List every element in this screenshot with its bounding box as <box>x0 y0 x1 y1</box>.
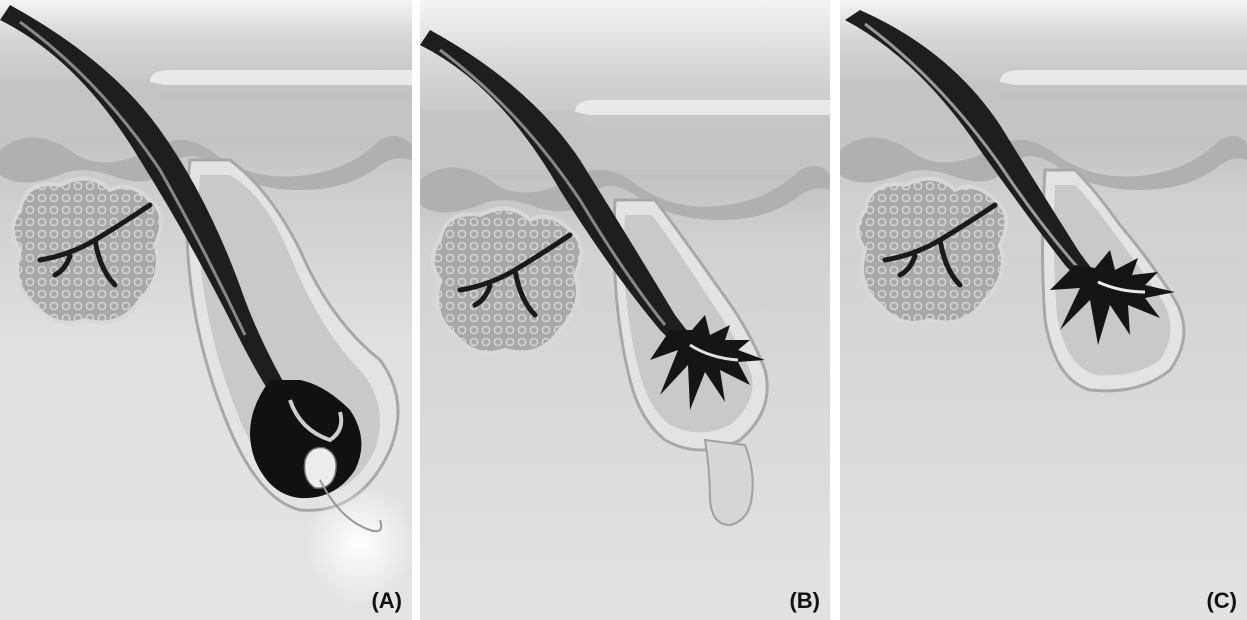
panel-a-illustration <box>0 0 412 620</box>
panel-b-illustration <box>420 0 830 620</box>
panel-label-c: (C) <box>1206 588 1237 614</box>
panel-label-b: (B) <box>789 588 820 614</box>
panel-a: (A) <box>0 0 412 620</box>
panel-label-a: (A) <box>371 588 402 614</box>
panel-c-illustration <box>840 0 1247 620</box>
panel-c: (C) <box>840 0 1247 620</box>
panel-b: (B) <box>420 0 830 620</box>
